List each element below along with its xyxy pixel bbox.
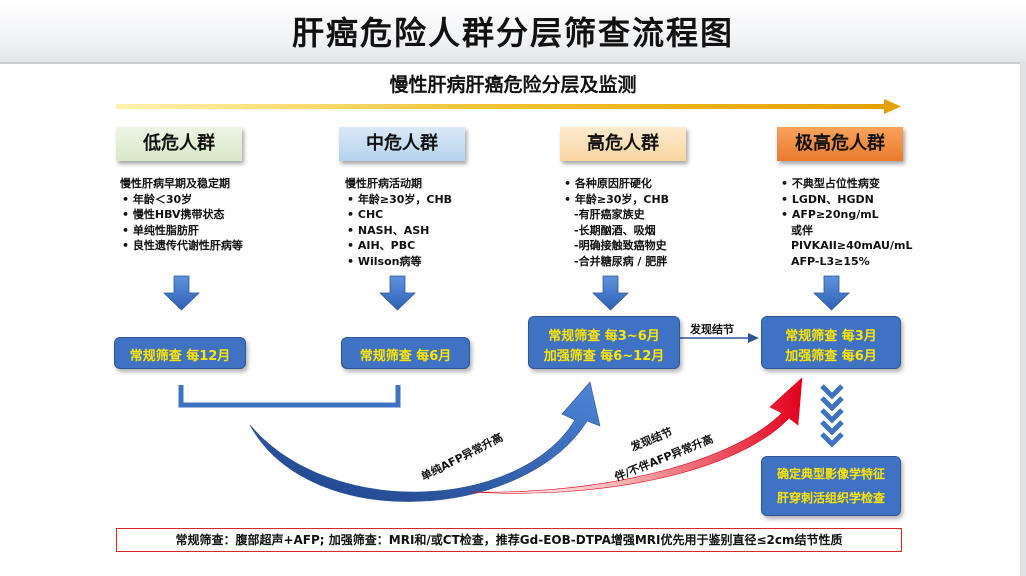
final-box-line-1: 确定典型影像学特征 — [776, 467, 885, 481]
list-subitem: -有肝癌家族史 — [574, 208, 645, 221]
low-mid-bracket — [178, 385, 401, 408]
tier-very-high-risk: 极高危人群 — [777, 127, 903, 161]
red-curved-arrow — [469, 377, 803, 494]
screening-low-text: 常规筛查 每12月 — [129, 349, 231, 364]
header-bar — [0, 0, 1026, 64]
list-item: • 单纯性脂肪肝 — [122, 223, 199, 237]
nodule-found-arrow — [679, 333, 759, 343]
criteria-high: • 各种原因肝硬化 • 年龄≥30岁，CHB -有肝癌家族史 -长期酗酒、吸烟 … — [562, 176, 669, 269]
timeline-arrow — [116, 99, 901, 114]
criteria-mid-head: 慢性肝病活动期 — [345, 177, 422, 190]
criteria-very-high: • 不典型占位性病变 • LGDN、HGDN • AFP≥20ng/mL 或伴 … — [779, 176, 912, 269]
screening-high-routine: 常规筛查 每3~6月 — [548, 329, 660, 344]
down-arrow-high — [592, 275, 629, 311]
list-item: • NASH、ASH — [347, 223, 430, 237]
blue-curved-arrow — [249, 381, 601, 502]
down-arrow-vhigh — [813, 275, 850, 311]
page-title: 肝癌危险人群分层筛查流程图 — [291, 14, 734, 52]
screening-high-enhanced: 加强筛查 每6~12月 — [543, 349, 665, 364]
right-edge-bar — [1020, 62, 1026, 576]
list-subitem: -长期酗酒、吸烟 — [574, 223, 656, 237]
list-subitem: -合并糖尿病 / 肥胖 — [574, 254, 668, 268]
list-item: • AIH、PBC — [347, 239, 416, 252]
down-arrow-low — [163, 275, 200, 311]
list-item: • 年龄≥30岁，CHB — [564, 192, 670, 206]
tier-low-risk: 低危人群 — [116, 127, 242, 161]
screening-footnote: 常规筛查：腹部超声+AFP; 加强筛查：MRI和/或CT检查，推荐Gd-EOB-… — [116, 528, 902, 552]
list-item: • 良性遗传代谢性肝病等 — [122, 239, 243, 252]
list-item: • CHC — [347, 208, 384, 221]
list-item: • 不典型占位性病变 — [781, 177, 880, 190]
list-item: • 年龄≥30岁，CHB — [347, 192, 453, 206]
list-item: • 年龄＜30岁 — [122, 192, 193, 206]
screening-vhigh-enhanced: 加强筛查 每6月 — [785, 349, 877, 364]
screening-box-mid: 常规筛查 每6月 — [341, 337, 470, 369]
subtitle: 慢性肝病肝癌危险分层及监测 — [389, 74, 637, 96]
screening-mid-text: 常规筛查 每6月 — [359, 349, 452, 364]
list-subitem: AFP-L3≥15% — [791, 254, 870, 268]
label-nodule-found: 发现结节 — [690, 323, 734, 336]
final-box-line-2: 肝穿刺活组织学检查 — [776, 491, 885, 505]
chevron-down-icons — [820, 384, 844, 448]
screening-box-very-high: 常规筛查 每3月 加强筛查 每6月 — [761, 316, 901, 369]
list-subitem: PIVKAII≥40mAU/mL — [791, 239, 913, 252]
screening-box-low: 常规筛查 每12月 — [114, 337, 246, 369]
screening-vhigh-routine: 常规筛查 每3月 — [785, 329, 877, 344]
list-item: • 慢性HBV携带状态 — [122, 208, 225, 221]
tier-high-risk: 高危人群 — [560, 127, 686, 161]
list-item: • Wilson病等 — [347, 254, 422, 268]
list-subitem: 或伴 — [791, 223, 813, 237]
list-item: • AFP≥20ng/mL — [781, 208, 879, 221]
list-subitem: -明确接触致癌物史 — [574, 239, 667, 252]
criteria-mid: 慢性肝病活动期 • 年龄≥30岁，CHB • CHC • NASH、ASH • … — [345, 176, 452, 269]
screening-box-high: 常规筛查 每3~6月 加强筛查 每6~12月 — [528, 316, 680, 369]
down-arrow-mid — [379, 275, 416, 311]
criteria-low: 慢性肝病早期及稳定期 • 年龄＜30岁 • 慢性HBV携带状态 • 单纯性脂肪肝… — [120, 176, 243, 254]
list-item: • LGDN、HGDN — [781, 192, 874, 206]
tier-medium-risk: 中危人群 — [339, 127, 465, 161]
final-diagnosis-box: 确定典型影像学特征 肝穿刺活组织学检查 — [761, 456, 901, 516]
list-item: • 各种原因肝硬化 — [564, 177, 652, 190]
criteria-low-head: 慢性肝病早期及稳定期 — [120, 177, 230, 190]
